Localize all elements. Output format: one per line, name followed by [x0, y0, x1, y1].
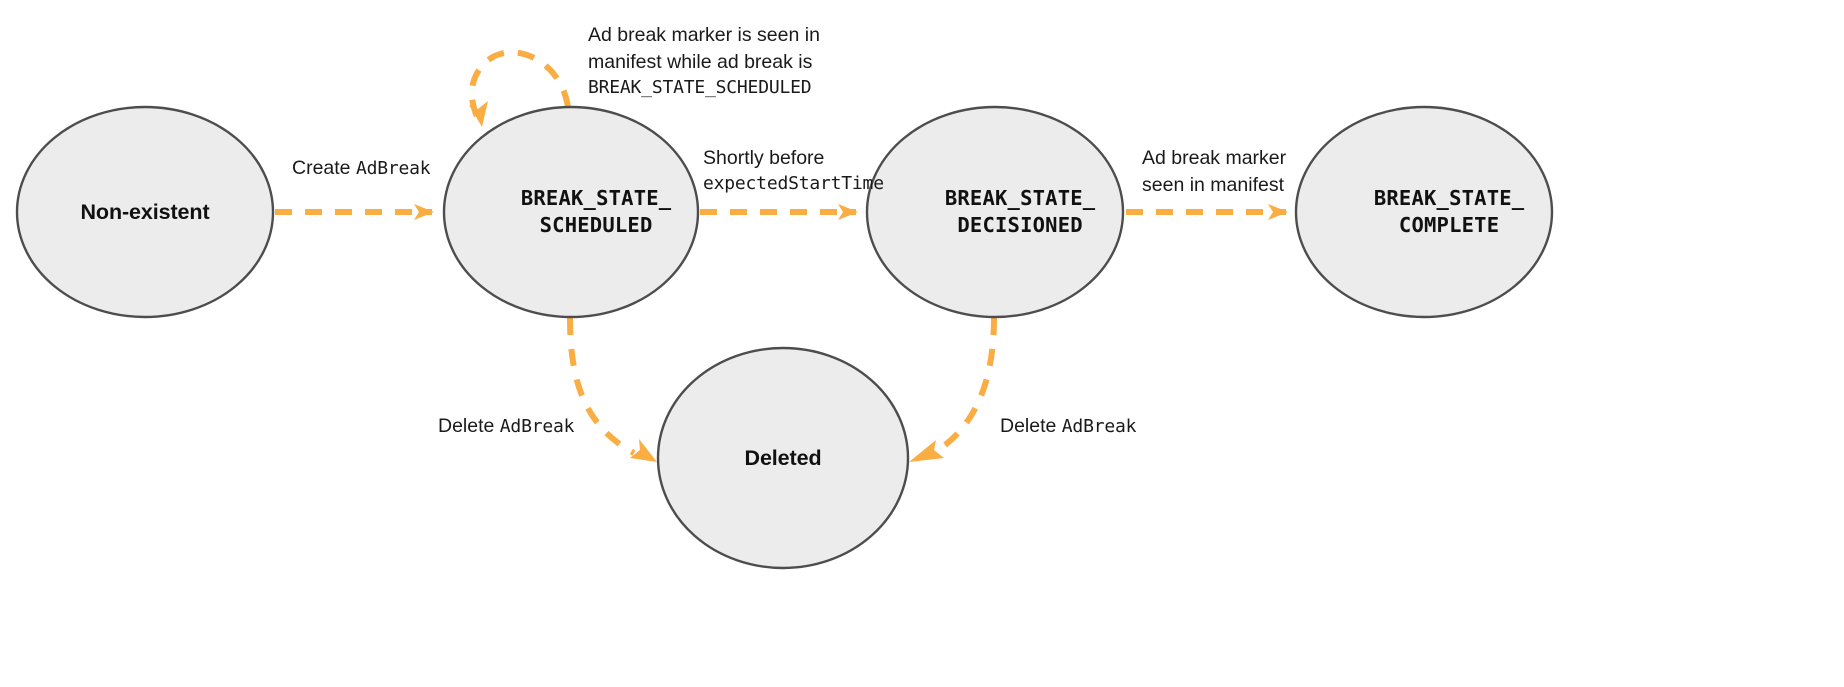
edge-delete-adbreak-from-decisioned [909, 317, 997, 462]
state-node-break-state-decisioned[interactable] [865, 105, 1125, 319]
state-node-break-state-complete[interactable] [1294, 105, 1554, 319]
state-node-non-existent[interactable] [15, 105, 275, 319]
state-node-break-state-scheduled[interactable] [442, 105, 700, 319]
edge-create-adbreak [275, 204, 434, 220]
edge-delete-adbreak-from-scheduled [567, 317, 657, 462]
edge-self-loop-scheduled [468, 49, 571, 127]
edge-shortly-before-expected-start-time [700, 204, 858, 220]
edge-ad-break-marker-seen-in-manifest [1126, 204, 1288, 220]
state-node-deleted[interactable] [656, 346, 910, 570]
